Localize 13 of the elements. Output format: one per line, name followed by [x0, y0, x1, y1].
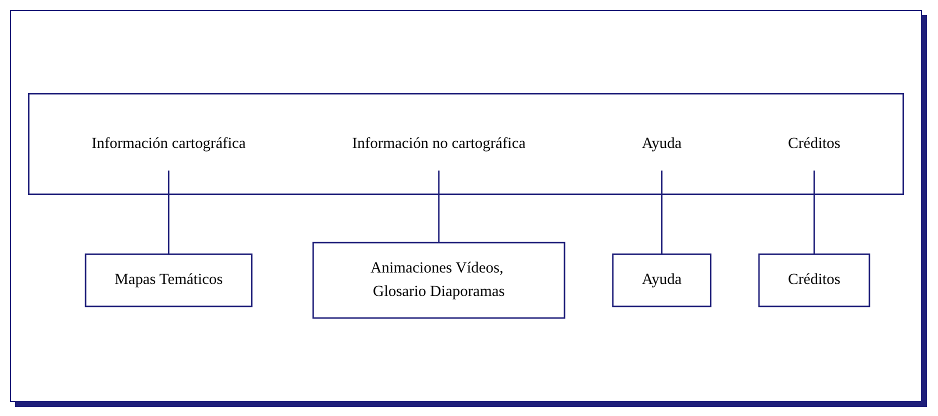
connector — [168, 170, 170, 256]
node-text: Ayuda — [642, 135, 682, 152]
node-text: Créditos — [788, 135, 840, 152]
connector — [438, 170, 440, 244]
node-box — [312, 242, 566, 319]
node-text: Información cartográfica — [92, 135, 246, 152]
node-text: Información no cartográfica — [352, 135, 526, 152]
node-box — [84, 254, 252, 308]
node-box — [612, 254, 712, 308]
cluster — [28, 93, 904, 196]
connector — [814, 170, 815, 256]
connector — [661, 170, 662, 256]
node-box — [758, 254, 870, 308]
